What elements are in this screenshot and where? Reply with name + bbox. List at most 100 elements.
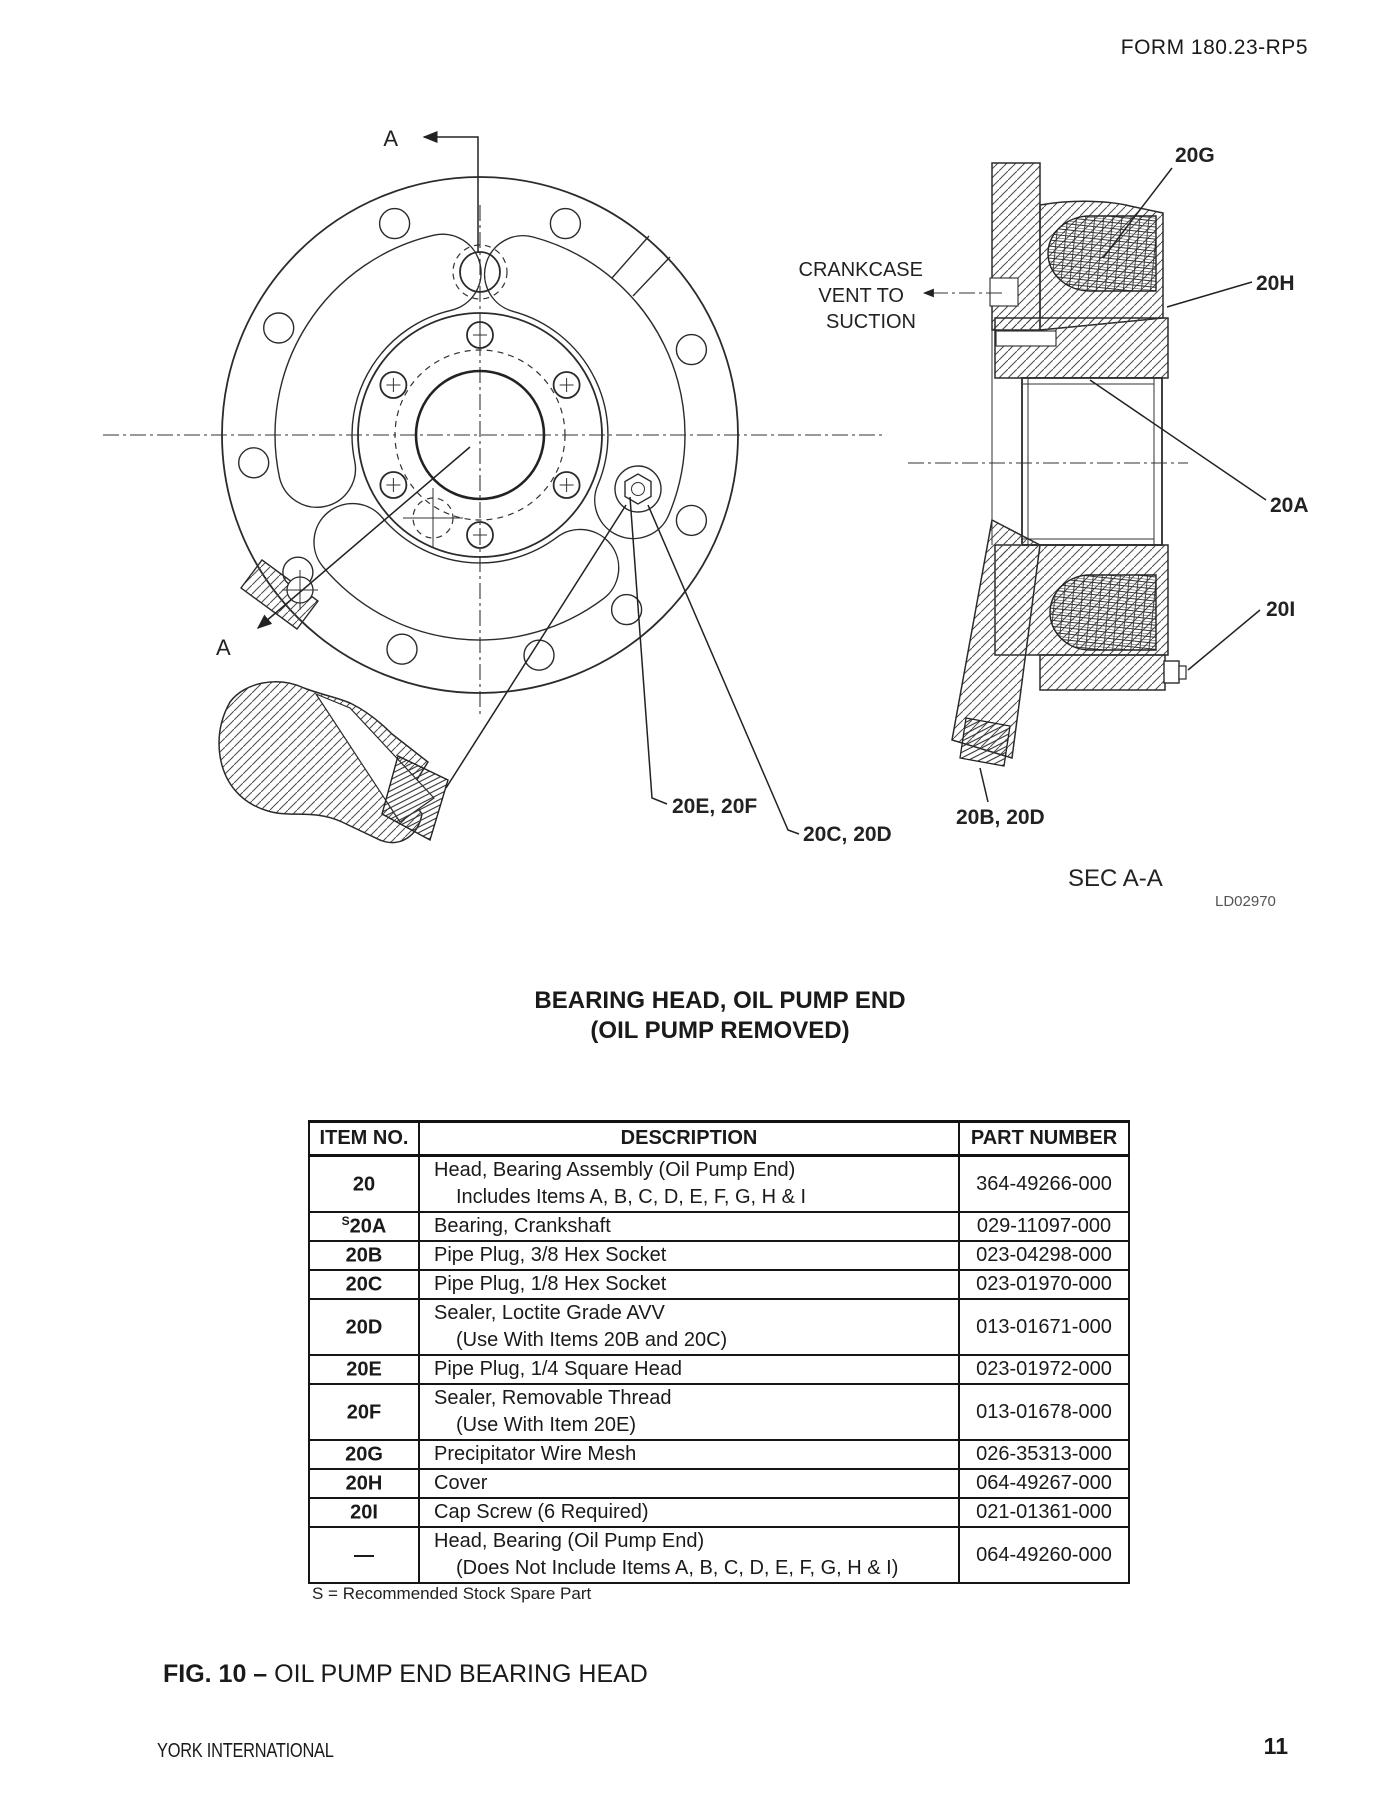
footer-company-text: YORK INTERNATIONAL [157, 1740, 334, 1762]
part-number: 013-01678-000 [958, 1383, 1130, 1441]
figure-caption: FIG. 10 – OIL PUMP END BEARING HEAD [163, 1660, 648, 1689]
section-label-a-top: A [383, 126, 398, 151]
description-line1: Cap Screw (6 Required) [434, 1501, 649, 1523]
table-row: S20A Bearing, Crankshaft 029-11097-000 [308, 1211, 1130, 1242]
hub-cap-screws [379, 321, 581, 549]
description-line1: Pipe Plug, 1/4 Square Head [434, 1358, 682, 1380]
description-line1: Cover [434, 1472, 488, 1494]
table-row: 20D Sealer, Loctite Grade AVV (Use With I… [308, 1298, 1130, 1356]
parts-table-container: ITEM NO. DESCRIPTION PART NUMBER 20 Head… [308, 1120, 1130, 1584]
table-row: 20E Pipe Plug, 1/4 Square Head 023-01972… [308, 1354, 1130, 1385]
item-number: 20G [345, 1443, 383, 1466]
threaded-plug [381, 755, 449, 842]
leader-lines-bottom [445, 496, 800, 835]
flange-slots [274, 233, 686, 641]
section-view [908, 162, 1188, 767]
part-number: 029-11097-000 [958, 1211, 1130, 1242]
figure-caption-number: FIG. 10 – [163, 1660, 268, 1688]
outer-flange-circle [221, 176, 739, 694]
cap-screw-20i-head [1178, 665, 1187, 680]
description-line1: Head, Bearing (Oil Pump End) [434, 1530, 705, 1552]
item-number: 20E [346, 1358, 382, 1381]
part-number: 026-35313-000 [958, 1439, 1130, 1470]
item-number: 20B [345, 1244, 383, 1267]
part-number: 023-01970-000 [958, 1269, 1130, 1300]
part-number: 364-49266-000 [958, 1154, 1130, 1213]
column-header-item: ITEM NO. [308, 1120, 420, 1157]
description-line1: Bearing, Crankshaft [434, 1215, 611, 1237]
pipe-plug-20c-location [403, 488, 463, 548]
description-line1: Pipe Plug, 3/8 Hex Socket [434, 1244, 667, 1266]
leader-lines-section [979, 167, 1267, 803]
description-line2: (Use With Items 20B and 20C) [456, 1329, 728, 1351]
label-20e-20f: 20E, 20F [672, 795, 757, 818]
description-line1: Precipitator Wire Mesh [434, 1443, 637, 1465]
label-20a: 20A [1270, 494, 1309, 517]
figure-title: BEARING HEAD, OIL PUMP END (OIL PUMP REM… [300, 986, 1140, 1046]
rim-step-lines [611, 235, 671, 297]
label-20c-20d: 20C, 20D [803, 823, 892, 846]
angled-boss [240, 559, 319, 630]
part-number: 023-01972-000 [958, 1354, 1130, 1385]
housing-upper-band [994, 317, 1169, 379]
vent-passage [989, 277, 1019, 307]
part-number: 013-01671-000 [958, 1298, 1130, 1356]
form-number: FORM 180.23-RP5 [1120, 36, 1308, 59]
section-arrow-bottom [256, 446, 471, 629]
table-row: 20H Cover 064-49267-000 [308, 1468, 1130, 1499]
description-line2: (Does Not Include Items A, B, C, D, E, F… [456, 1557, 899, 1579]
description-line1: Head, Bearing Assembly (Oil Pump End) [434, 1159, 796, 1181]
crankcase-vent-annotation: CRANKCASE VENT TO SUCTION [799, 259, 923, 333]
item-number: 20C [345, 1273, 383, 1296]
parts-table: ITEM NO. DESCRIPTION PART NUMBER 20 Head… [308, 1120, 1130, 1584]
item-number: 20F [346, 1401, 382, 1424]
footer-company: YORK INTERNATIONAL [157, 1740, 372, 1763]
table-row: 20B Pipe Plug, 3/8 Hex Socket 023-04298-… [308, 1240, 1130, 1271]
boss-cross-section [218, 681, 429, 844]
figure-caption-text: OIL PUMP END BEARING HEAD [274, 1660, 648, 1688]
column-header-description: DESCRIPTION [418, 1120, 960, 1157]
table-row: 20F Sealer, Removable Thread (Use With It… [308, 1383, 1130, 1441]
item-number: 20D [345, 1316, 383, 1339]
description-line2: Includes Items A, B, C, D, E, F, G, H & … [456, 1186, 807, 1208]
part-number: 023-04298-000 [958, 1240, 1130, 1271]
drawing-id: LD02970 [1215, 893, 1276, 910]
table-header-row: ITEM NO. DESCRIPTION PART NUMBER [308, 1120, 1130, 1157]
vent-hole [452, 244, 508, 300]
front-view: A A [103, 126, 882, 718]
annotation-crankcase-line3: SUCTION [826, 311, 916, 333]
cap-screw-20i [1163, 660, 1180, 684]
keyway-slot [995, 330, 1057, 347]
item-number: 20H [345, 1472, 383, 1495]
technical-drawing: A A 20E, 20F 20C, 20D [103, 126, 1309, 910]
description-line1: Pipe Plug, 1/8 Hex Socket [434, 1273, 667, 1295]
figure-title-line1: BEARING HEAD, OIL PUMP END [534, 987, 906, 1014]
item-number: 20 [352, 1173, 376, 1196]
stock-spare-mark: S [341, 1214, 350, 1229]
part-number: 064-49267-000 [958, 1468, 1130, 1499]
table-row: — Head, Bearing (Oil Pump End) (Does Not … [308, 1526, 1130, 1584]
hex-plug-20e [614, 465, 662, 513]
description-line2: (Use With Item 20E) [456, 1414, 637, 1436]
section-title: SEC A-A [1068, 865, 1163, 892]
table-footnote: S = Recommended Stock Spare Part [312, 1584, 592, 1603]
screw-bolt-circle [394, 349, 566, 521]
part-number: 021-01361-000 [958, 1497, 1130, 1528]
annotation-crankcase-line1: CRANKCASE [799, 259, 923, 281]
item-number: — [354, 1544, 374, 1567]
table-row: 20G Precipitator Wire Mesh 026-35313-000 [308, 1439, 1130, 1470]
description-line1: Sealer, Loctite Grade AVV [434, 1302, 665, 1324]
label-20b-20d: 20B, 20D [956, 806, 1045, 829]
label-20h: 20H [1256, 272, 1295, 295]
page-number: 11 [1263, 1733, 1288, 1759]
bearing-20a-bore [1021, 377, 1163, 546]
label-20g: 20G [1175, 144, 1215, 167]
hub-circle [357, 312, 603, 558]
housing-bottom-strip [1039, 654, 1166, 691]
table-row: 20 Head, Bearing Assembly (Oil Pump End)… [308, 1154, 1130, 1213]
section-arrow-top [422, 131, 479, 252]
flange-bolt-holes [237, 207, 708, 671]
part-number: 064-49260-000 [958, 1526, 1130, 1584]
description-line1: Sealer, Removable Thread [434, 1387, 672, 1409]
item-number: 20A [349, 1215, 387, 1238]
